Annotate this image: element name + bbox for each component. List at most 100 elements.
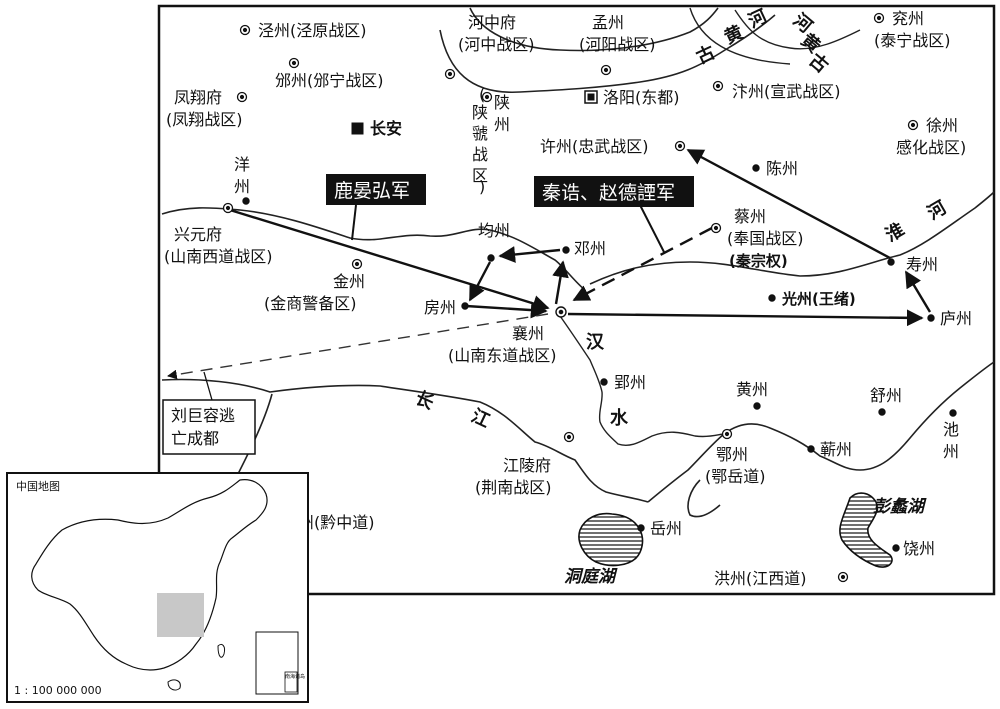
callout-luyan-text: 鹿晏弘军: [334, 180, 410, 202]
label-huangzhou: 黄州: [736, 380, 768, 399]
marker-jiangling-dot: [566, 434, 572, 440]
label-yanzhou-2: (泰宁战区): [874, 31, 951, 50]
label-poyang: 彭蠡湖: [873, 497, 927, 517]
inset-china-outline: [31, 479, 268, 671]
callout-luyan-pointer: [351, 204, 357, 241]
label-chenzhou: 陈州: [766, 159, 798, 178]
marker-yuezhou: [637, 524, 645, 532]
callout-liujurong-text-2: 亡成都: [171, 429, 219, 448]
callout-luyan: 鹿晏弘军: [326, 174, 426, 241]
label-ezhou-2: (鄂岳道): [705, 467, 766, 486]
marker-shouzhou: [887, 258, 895, 266]
label-shanguo-3: 陕: [472, 103, 488, 122]
label-shuzhou: 舒州: [870, 386, 902, 405]
label-xuzhou-cn: 许州(忠武战区): [540, 137, 649, 156]
label-dengzhou: 邓州: [574, 239, 606, 258]
label-yanzhou-1: 兖州: [892, 9, 924, 28]
marker-qizhou: [807, 445, 815, 453]
label-shanguo-0: 陕: [494, 93, 510, 112]
route-shou-xu: [686, 148, 891, 260]
label-shanguo-5: 战: [472, 145, 488, 164]
label-yuezhou: 岳州: [650, 519, 682, 538]
marker-xuzhou-dot: [910, 122, 916, 128]
label-fengxiang-2: (凤翔战区): [166, 110, 243, 129]
label-jiangling-2: (荆南战区): [475, 478, 552, 497]
marker-fangzhou: [461, 302, 469, 310]
yellow-river-south-bank: [439, 14, 776, 93]
label-changan: 长安: [370, 119, 402, 138]
route-cai-xiang: [572, 226, 713, 302]
label-luzhou: 庐州: [940, 309, 972, 328]
inset-china-map: 中国地图 南海诸岛 1 : 100 000 000: [6, 472, 309, 703]
callout-luyan-box: [326, 174, 426, 205]
marker-dengzhou: [562, 246, 570, 254]
route-lu-shou: [904, 270, 932, 313]
marker-binzhou-dot: [291, 60, 297, 66]
callout-liujurong-pointer: [203, 371, 213, 401]
marker-chizhou: [949, 409, 957, 417]
callout-liujurong-box: [162, 399, 256, 455]
marker-luzhou: [927, 314, 935, 322]
huai-river: [589, 191, 995, 285]
callout-liujurong: 刘巨容逃 亡成都: [162, 371, 256, 455]
label-dongting: 洞庭湖: [564, 567, 618, 587]
yangtze-lower-south: [687, 479, 721, 518]
label-ezhou-1: 鄂州: [716, 445, 748, 464]
label-shanguo-4: 虢: [472, 124, 488, 143]
route-fang-xiang: [465, 301, 548, 319]
marker-ezhou-dot: [724, 431, 730, 437]
marker-chenzhou: [752, 164, 760, 172]
marker-xuzhou-cn-dot: [677, 143, 683, 149]
marker-yanzhou-dot: [876, 15, 882, 21]
callout-qinhao-text: 秦诰、赵德諲军: [542, 182, 675, 204]
basin-line-upper: [161, 207, 586, 291]
label-xuzhou-1: 徐州: [926, 116, 958, 135]
marker-shuzhou: [878, 408, 886, 416]
marker-raozhou: [892, 544, 900, 552]
label-fengxiang-1: 凤翔府: [174, 88, 222, 107]
marker-yangzhou: [242, 197, 250, 205]
yellow-river-north-bank: [469, 7, 719, 52]
route-xiang-lu: [567, 309, 924, 327]
label-xingyuan-2: (山南西道战区): [164, 247, 273, 266]
label-shanguo-6: 区: [472, 166, 488, 185]
yangtze-middle: [647, 361, 995, 503]
yangtze-north-bank: [161, 378, 649, 503]
inset-south-sea-label: 南海诸岛: [285, 673, 305, 680]
label-caizhou-1: 蔡州: [734, 207, 766, 226]
marker-luoyang-inner: [587, 93, 595, 101]
label-chizhou-2: 州: [943, 442, 959, 461]
label-mengzhou-1: 孟州: [592, 13, 624, 32]
label-binzhou: 邠州(邠宁战区): [275, 71, 384, 90]
callout-qinhao: 秦诰、赵德諲军: [534, 176, 694, 253]
label-raozhou: 饶州: [903, 539, 935, 558]
label-yangzhou-2: 州: [234, 177, 250, 196]
label-shanguo-1: 州: [494, 115, 510, 134]
inset-south-sea-label-box: [284, 671, 298, 693]
poyang-lake: [839, 492, 893, 568]
label-junzhou: 均州: [478, 221, 510, 240]
label-xingyuan-1: 兴元府: [174, 225, 222, 244]
label-han-2: 水: [610, 407, 629, 429]
old-yellow-river: [734, 9, 861, 50]
label-yangzhou-1: 洋: [234, 155, 250, 174]
route-jun-fang: [468, 261, 492, 302]
label-jinzhou-1: 金州: [333, 272, 365, 291]
marker-xiangzhou-dot: [558, 309, 564, 315]
label-jiangling-1: 江陵府: [503, 456, 551, 475]
marker-hezhong-dot: [447, 71, 453, 77]
label-jinzhou-2: (金商警备区): [264, 294, 357, 313]
label-shouzhou: 寿州: [906, 255, 938, 274]
river-small-top: [689, 7, 791, 65]
inset-hainan: [167, 679, 181, 691]
marker-jingzhou-dot: [242, 27, 248, 33]
marker-xingyuan-dot: [225, 205, 231, 211]
label-jingzhou: 泾州(泾原战区): [258, 21, 367, 40]
label-guangzhou: 光州(王绪): [781, 290, 856, 308]
marker-hongzhou-dot: [840, 574, 846, 580]
inset-highlight: [157, 593, 204, 637]
marker-bianzhou-dot: [715, 83, 721, 89]
inset-title: 中国地图: [16, 480, 60, 493]
label-hezhong-1: 河中府: [468, 13, 516, 32]
callout-qinhao-pointer: [639, 204, 665, 253]
